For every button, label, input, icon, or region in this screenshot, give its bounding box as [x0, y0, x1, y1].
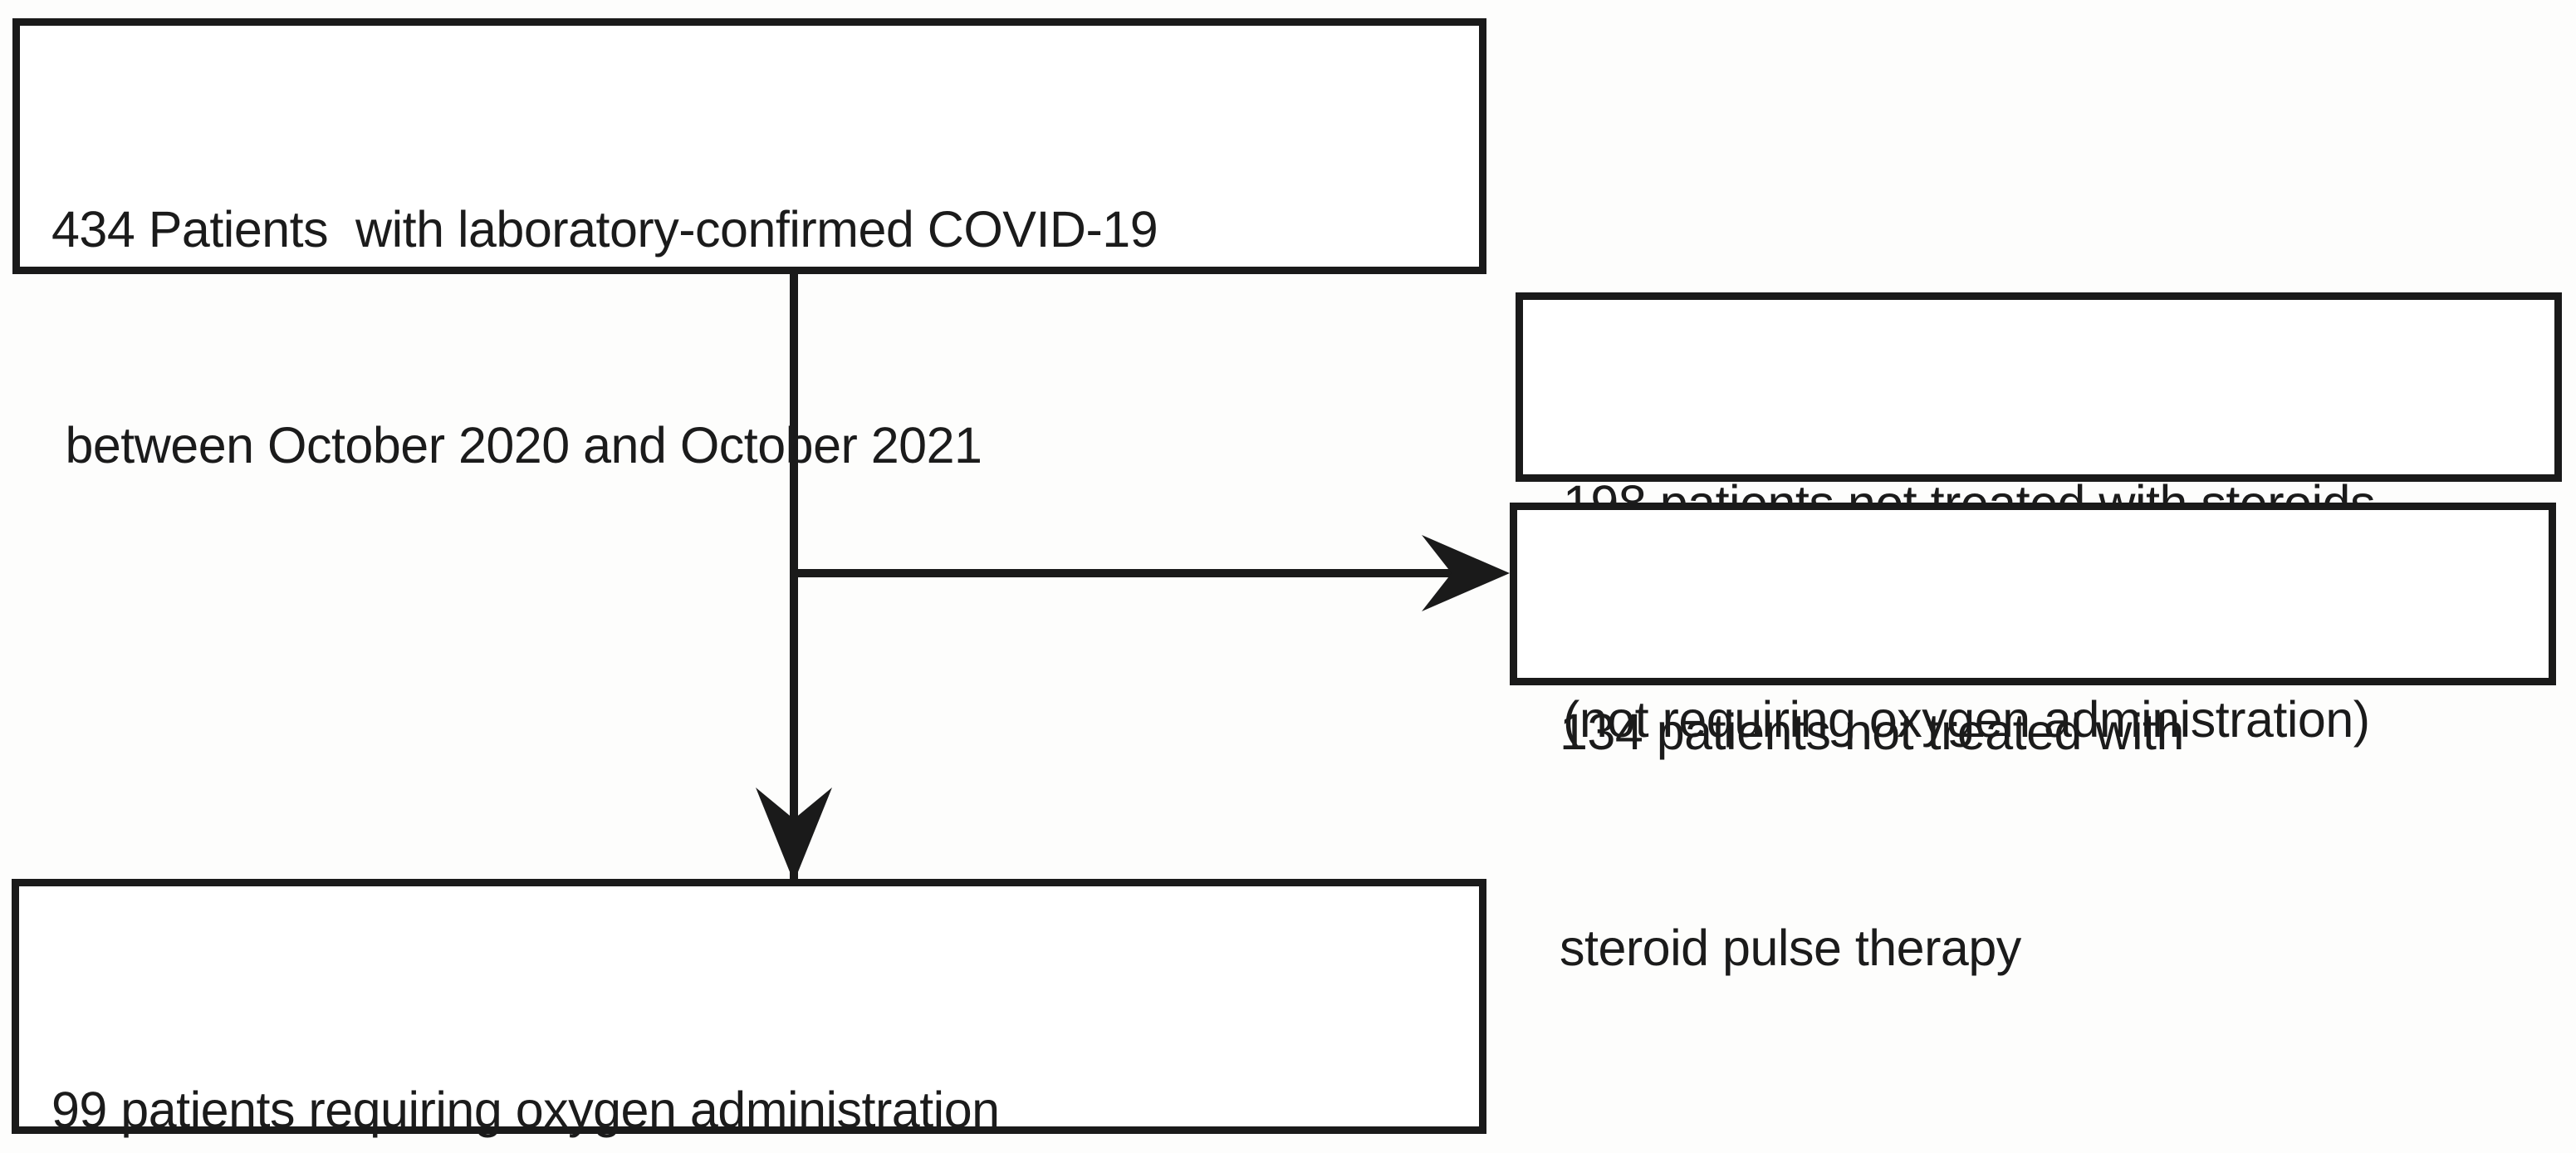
node-included-line1: 99 patients requiring oxygen administrat… [51, 1082, 1000, 1139]
node-enrollment-line2: between October 2020 and October 2021 [51, 417, 982, 474]
node-excluded-no-pulse-box [1510, 503, 2556, 685]
node-included-label: 99 patients requiring oxygen administrat… [51, 930, 1000, 1153]
node-enrollment-label: 434 Patients with laboratory-confirmed C… [51, 50, 1158, 626]
node-excluded-no-pulse-line1: 134 patients not treated with [1560, 704, 2184, 761]
node-excluded-no-steroids-box [1516, 292, 2562, 482]
node-enrollment-box [12, 18, 1486, 274]
node-enrollment-line1: 434 Patients with laboratory-confirmed C… [51, 201, 1158, 258]
arrowhead-right-icon [1422, 535, 1510, 611]
node-included-box [12, 879, 1486, 1134]
arrowhead-down-icon [756, 787, 832, 882]
node-excluded-no-pulse-label: 134 patients not treated with steroid pu… [1560, 552, 2184, 1128]
node-excluded-no-steroids-line2: (not requiring oxygen administration) [1563, 691, 2370, 748]
node-excluded-no-pulse-line2: steroid pulse therapy [1560, 920, 2021, 977]
